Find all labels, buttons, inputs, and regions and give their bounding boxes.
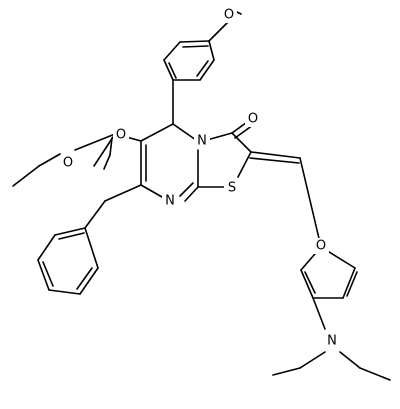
ester-oxygen-atom: O [60, 155, 76, 171]
bond-lines [12, 7, 391, 381]
methoxy-oxygen-label: O [224, 8, 234, 23]
bridge-nitrogen-label: N [197, 134, 207, 149]
thiazole-sulfur-label: S [228, 181, 236, 196]
imine-nitrogen-atom: N [162, 193, 178, 209]
imine-nitrogen-label: N [165, 194, 175, 209]
ester-carbonyl-oxygen-label: O [116, 128, 126, 143]
methoxy-oxygen-atom: O [221, 7, 237, 23]
ester-oxygen-label: O [63, 156, 73, 171]
bridge-nitrogen-atom: N [194, 133, 210, 149]
amine-nitrogen-label: N [327, 334, 337, 349]
furan-oxygen-atom: O [313, 238, 329, 254]
furan-oxygen-label: O [316, 239, 326, 254]
ketone-oxygen-atom: O [245, 111, 261, 127]
atom-labels: O O O N O N S O [60, 7, 340, 349]
ester-carbonyl-oxygen-atom: O [113, 127, 129, 143]
ketone-oxygen-label: O [248, 112, 258, 127]
amine-nitrogen-atom: N [324, 333, 340, 349]
thiazole-sulfur-atom: S [224, 180, 240, 196]
